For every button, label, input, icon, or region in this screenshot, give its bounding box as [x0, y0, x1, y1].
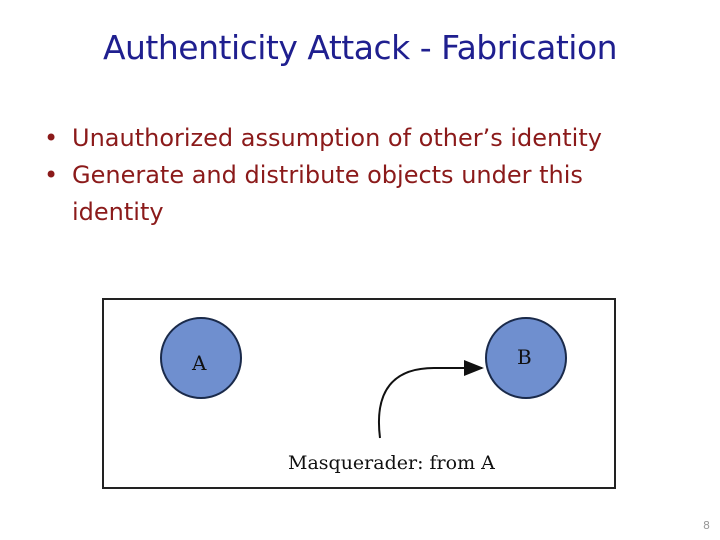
bullet-marker: • [44, 124, 59, 152]
arrow-path [378, 360, 484, 439]
bullet-marker: • [44, 161, 59, 189]
node-b: B [485, 317, 567, 399]
slide-title: Authenticity Attack - Fabrication [102, 28, 618, 67]
node-a-label: A [192, 351, 207, 375]
masquerader-arrow [378, 360, 484, 439]
node-a: A [160, 317, 242, 399]
node-b-label: B [517, 345, 532, 369]
bullet-list: • Unauthorized assumption of other’s ide… [40, 120, 680, 231]
diagram-caption: Masquerader: from A [288, 452, 495, 474]
page-number: 8 [703, 519, 710, 532]
bullet-item: • Generate and distribute objects under … [40, 157, 680, 231]
bullet-text: Generate and distribute objects under th… [72, 161, 583, 226]
bullet-text: Unauthorized assumption of other’s ident… [72, 124, 602, 152]
bullet-item: • Unauthorized assumption of other’s ide… [40, 120, 680, 157]
diagram-frame: A B Masquerader: from A [102, 298, 616, 489]
